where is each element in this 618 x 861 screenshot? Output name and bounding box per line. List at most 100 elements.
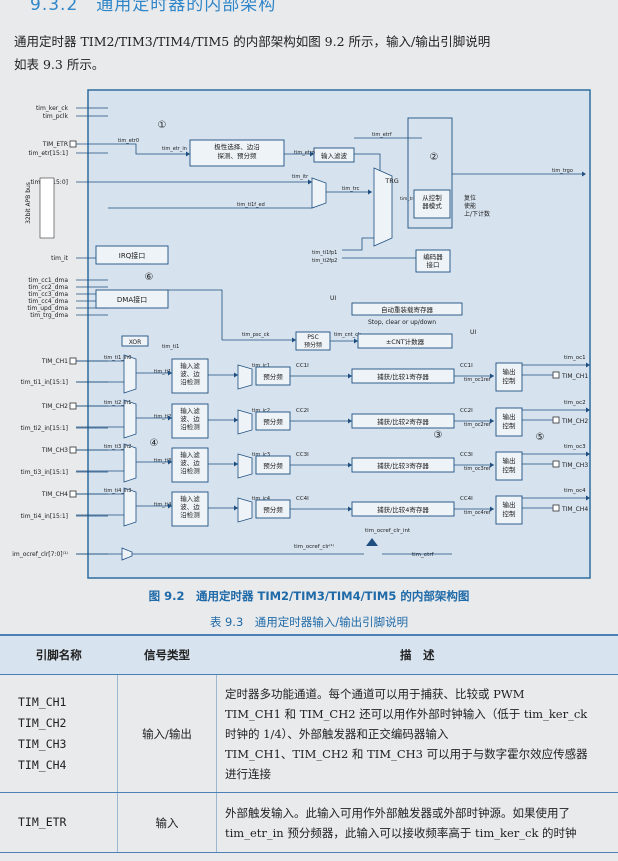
table-caption: 表 9.3 通用定时器输入/输出引脚说明 <box>209 615 409 629</box>
pin-square <box>69 402 77 410</box>
xor-block <box>121 335 149 347</box>
apb-bus-label: 32bit APB bus <box>25 182 32 224</box>
pin-label: tim_ti4_in[15:1] <box>21 513 68 520</box>
pin-label: tim_it <box>51 255 69 262</box>
arrow <box>186 151 190 157</box>
pin-label: tim_cc2_dma <box>28 284 68 291</box>
pin-names-cell: TIM_CH1 TIM_CH2 TIM_CH3 TIM_CH4 <box>0 674 118 793</box>
output-ctrl-label: 输出 <box>503 500 516 509</box>
apb-bus-box <box>39 177 55 239</box>
output-ctrl-block <box>495 451 523 481</box>
trg-label: TRG <box>384 177 399 185</box>
prescaler-label: 预分频 <box>263 372 283 381</box>
signal-label: tim_psc_ck <box>242 332 269 338</box>
signal-label: CC4I <box>296 496 309 502</box>
prescaler-label: 预分频 <box>263 505 283 514</box>
section-heading: 9.3.2 通用定时器的内部架构 <box>30 0 277 15</box>
figure-caption: 图 9.2 通用定时器 TIM2/TIM3/TIM4/TIM5 的内部架构图 <box>148 589 470 603</box>
pin-name: TIM_CH1 <box>18 694 67 709</box>
signal-label: UI <box>470 329 476 336</box>
prescaler-label: 预分频 <box>263 417 283 426</box>
signal-label: tim_ocref_clr⁽¹⁾ <box>294 543 335 550</box>
header-description: 描 述 <box>216 634 618 675</box>
signal-label: tim_ti2fp2 <box>312 258 337 264</box>
output-ctrl-block <box>495 362 523 392</box>
signal-label: tim_etrf <box>372 132 392 138</box>
arrow <box>234 505 238 511</box>
signal-label: tim_ti4_in3 <box>104 488 132 494</box>
arrow <box>308 179 312 185</box>
channel-filter-block <box>171 358 209 394</box>
pin-square <box>552 371 560 379</box>
ocref-arrow <box>366 538 378 546</box>
description-cell: 外部触发输入。此输入可用作外部触发器或外部时钟源。如果使用了 tim_etr_i… <box>216 792 618 853</box>
arrow <box>586 495 590 501</box>
pin-label: TIM_CH3 <box>41 447 68 454</box>
ic-mux <box>237 364 253 390</box>
ocref-mux <box>121 547 133 561</box>
signal-label: tim_trgi <box>400 196 417 202</box>
signal-label: TIM_CH1 <box>561 373 588 380</box>
signal-label: tim_ic4 <box>252 496 270 502</box>
arrow <box>310 151 314 157</box>
arrow <box>368 189 372 195</box>
ccr-label: 捕获/比较1寄存器 <box>377 372 429 381</box>
table-row: TIM_ETR 输入 外部触发输入。此输入可用作外部触发器或外部时钟源。如果使用… <box>0 792 618 853</box>
intro-line-1: 通用定时器 TIM2/TIM3/TIM4/TIM5 的内部架构如图 9.2 所示… <box>14 34 491 49</box>
table-row: TIM_CH1 TIM_CH2 TIM_CH3 TIM_CH4 输入/输出 定时… <box>0 674 618 793</box>
slave-mode-label: 器模式 <box>422 201 442 210</box>
marker: ② <box>430 152 439 163</box>
description-line: TIM_CH1 和 TIM_CH2 还可以用作外部时钟输入（低于 tim_ker… <box>225 706 588 721</box>
arrow <box>168 370 172 376</box>
channel-filter-label: 波、边 <box>180 458 200 467</box>
stop-clear-label: Stop, clear or up/down <box>368 319 436 326</box>
arrow <box>354 338 358 344</box>
signal-label: tim_ic3 <box>252 452 270 458</box>
input-mux <box>123 399 137 439</box>
signal-label: tim_oc1 <box>564 355 586 361</box>
output-ctrl-label: 输出 <box>503 367 516 376</box>
channel-filter-block <box>171 447 209 483</box>
header-signal-type: 信号类型 <box>117 634 217 675</box>
pin-square <box>69 490 77 498</box>
output-ctrl-label: 控制 <box>503 509 517 518</box>
output-ctrl-label: 输出 <box>503 456 516 465</box>
signal-label: tim_oc3ref <box>464 466 491 472</box>
arrow <box>586 451 590 457</box>
arrow <box>348 418 352 424</box>
signal-label: tim_etr_in <box>162 146 187 152</box>
pin-square <box>552 416 560 424</box>
pin-name: TIM_CH3 <box>18 736 67 751</box>
signal-label: tim_ic1 <box>252 363 270 369</box>
channel-filter-label: 波、边 <box>180 414 200 423</box>
table-header-row: 引脚名称 信号类型 描 述 <box>0 634 618 675</box>
arrow <box>168 415 172 421</box>
signal-label: TIM_CH2 <box>561 418 588 425</box>
encoder-block <box>415 249 451 273</box>
output-ctrl-label: 控制 <box>503 465 517 474</box>
signal-label: tim_ic2 <box>252 408 270 414</box>
signal-label: tim_oc2ref <box>464 422 491 428</box>
auto-reload-block <box>351 302 463 316</box>
description-line: 进行连接 <box>225 766 271 781</box>
ti1fp1-line <box>342 237 374 251</box>
arrow <box>490 418 494 424</box>
signal-label: tim_oc4 <box>564 488 586 494</box>
pin-label: TIM_CH1 <box>41 358 68 365</box>
description-line: 时钟的 1/4）、外部触发器和正交编码器输入 <box>225 726 449 741</box>
arrow <box>490 506 494 512</box>
trg-mux <box>373 167 393 247</box>
arrow <box>168 503 172 509</box>
encoder-label: 接口 <box>427 260 440 269</box>
pin-square <box>69 357 77 365</box>
signal-label: tim_oc1ref <box>464 377 491 383</box>
pin-label: tim_cc1_dma <box>28 277 68 284</box>
output-ctrl-label: 控制 <box>503 421 517 430</box>
ccr-label: 捕获/比较4寄存器 <box>377 505 429 514</box>
dma-block <box>95 289 169 309</box>
signal-label: tim_oc3 <box>564 444 586 450</box>
cnt-label: ±CNT计数器 <box>386 337 425 346</box>
pin-label: tim_trg_dma <box>30 312 68 319</box>
channel-filter-block <box>171 403 209 439</box>
header-pin-name: 引脚名称 <box>0 634 118 675</box>
